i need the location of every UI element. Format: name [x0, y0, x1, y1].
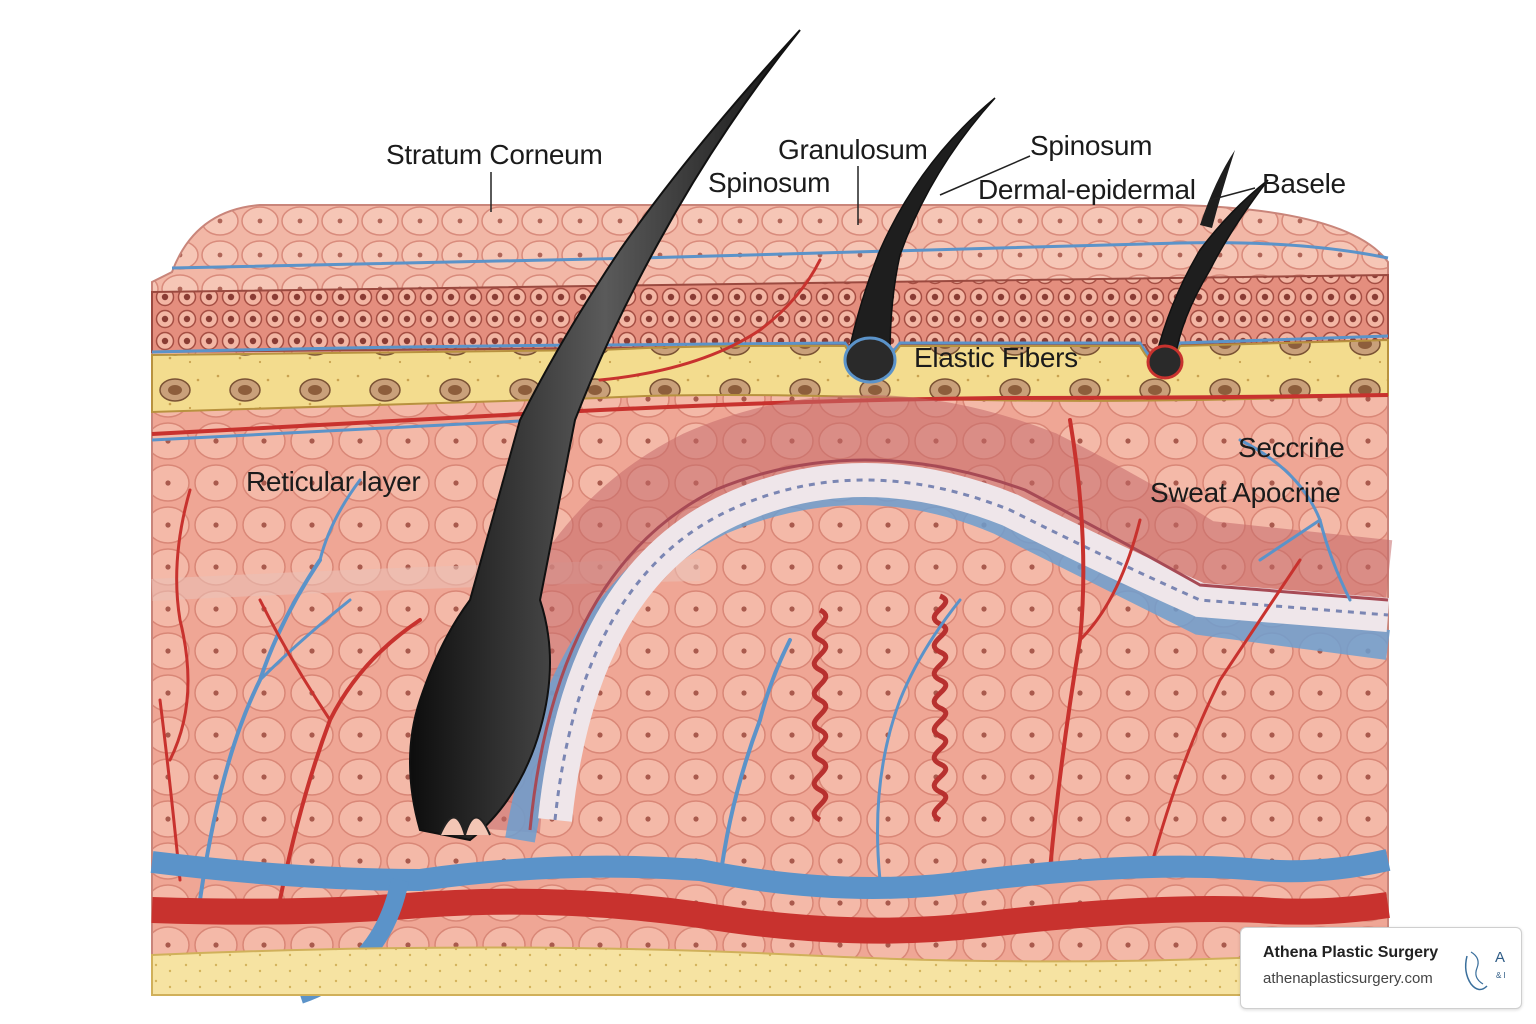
reticular-boundary [151, 393, 1389, 436]
epidermis-upper [151, 204, 1389, 297]
hair-bulb-medium [843, 336, 897, 384]
main-artery-bottom [151, 888, 1390, 944]
hair-tip-basele [1200, 150, 1235, 228]
label-stratum-corneum: Stratum Corneum [386, 139, 603, 170]
main-vein-bottom [150, 849, 1391, 899]
hair-shaft-medium [847, 97, 996, 356]
watermark-url: athenaplasticsurgery.com [1263, 970, 1433, 987]
athena-logo-icon: A & I [1464, 949, 1506, 991]
papillary-yellow-layer [151, 338, 1389, 414]
hair-shaft-small [1154, 179, 1269, 361]
hair-bulb-papilla [439, 816, 491, 839]
leader-lines [490, 155, 1256, 225]
svg-text:A: A [1495, 949, 1505, 966]
label-seccrine: Seccrine [1238, 432, 1345, 463]
gland-stripe-inner [528, 458, 1389, 831]
vessel-branches [158, 258, 1352, 902]
coiled-gland-left [811, 607, 829, 823]
watermark-badge: Athena Plastic Surgery athenaplasticsurg… [1240, 927, 1522, 1009]
label-sweat-apocrine: Sweat Apocrine [1150, 477, 1341, 508]
watermark-name: Athena Plastic Surgery [1263, 944, 1439, 961]
coiled-gland-right [931, 593, 949, 823]
hair-bulb-small [1146, 344, 1184, 380]
label-spinosum-right: Spinosum [1030, 130, 1153, 161]
label-granulosum: Granulosum [778, 134, 928, 165]
svg-text:& I: & I [1496, 971, 1506, 980]
label-spinosum-left: Spinosum [708, 167, 831, 198]
epidermis-line [171, 241, 1389, 270]
hair-follicle-large [409, 29, 801, 842]
gland-tube-wave [553, 478, 1389, 821]
label-elastic-fibers: Elastic Fibers [914, 342, 1078, 373]
reticular-boundary-vein [151, 418, 541, 442]
label-reticular-layer: Reticular layer [246, 466, 421, 497]
label-basele: Basele [1262, 168, 1346, 199]
label-dermal-epidermal: Dermal-epidermal [978, 174, 1196, 205]
